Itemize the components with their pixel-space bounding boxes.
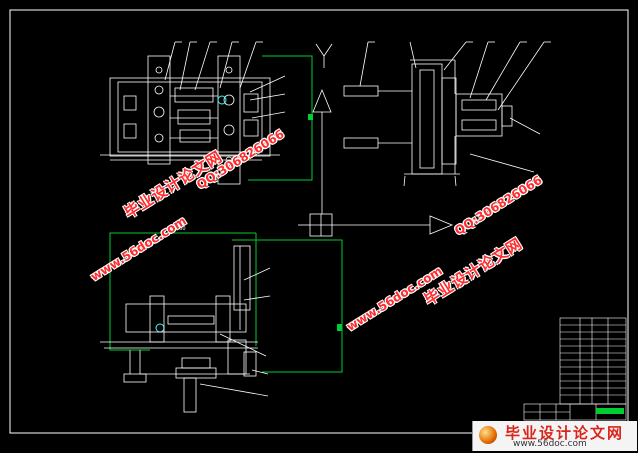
title-block-highlight <box>596 408 624 414</box>
view-frame-bottom-right <box>232 239 343 373</box>
logo-url: www.56doc.com <box>513 439 587 449</box>
frame-marker <box>337 324 342 331</box>
dimension-label: 400 <box>176 226 186 232</box>
detail-marker <box>217 95 227 105</box>
site-logo[interactable]: 毕业设计论文网 www.56doc.com <box>472 421 637 451</box>
bottom-left-view <box>100 245 271 413</box>
title-block <box>523 317 627 421</box>
top-right-view <box>343 41 551 187</box>
globe-icon <box>479 426 497 444</box>
view-symbols <box>298 43 454 237</box>
detail-marker <box>155 323 165 333</box>
logo-title: 毕业设计论文网 <box>505 424 625 442</box>
view-frame-top <box>248 55 313 181</box>
top-left-view <box>100 41 286 185</box>
drawing-border <box>9 9 629 434</box>
frame-marker <box>308 114 313 120</box>
